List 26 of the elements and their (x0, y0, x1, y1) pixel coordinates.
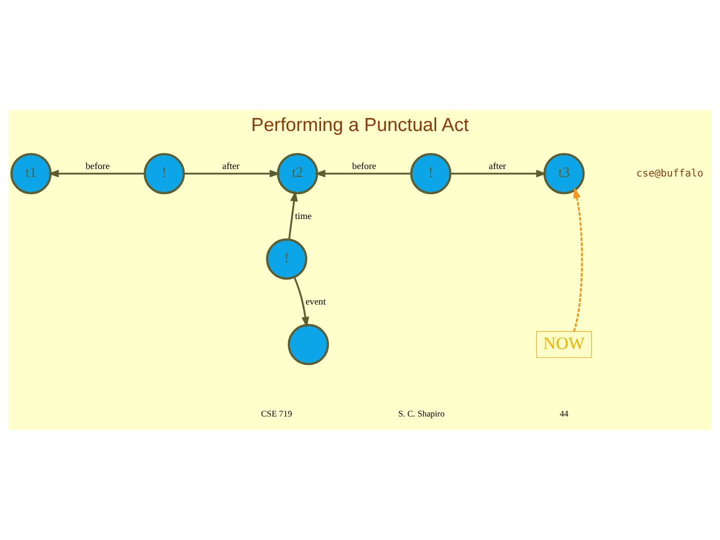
node-circle (288, 324, 330, 366)
arrow (288, 190, 298, 240)
arrow (294, 276, 310, 328)
label: cse@buffalo (636, 168, 704, 180)
edge-label: before (352, 162, 376, 172)
node-circle: ! (410, 152, 452, 194)
arrow (48, 170, 145, 178)
node-circle: t3 (543, 152, 585, 194)
node-circle: ! (144, 152, 185, 194)
arrow (573, 187, 583, 332)
arrow (184, 170, 281, 178)
edge-label: before (86, 162, 110, 172)
node-circle: ! (266, 238, 308, 280)
label: 44 (560, 408, 568, 418)
arrow (450, 170, 548, 178)
node-box: NOW (536, 331, 592, 358)
node-circle: t1 (10, 152, 52, 194)
edge-label: after (488, 162, 506, 172)
edge-label: after (222, 162, 240, 172)
label: CSE 719 (260, 408, 292, 418)
arrow (314, 170, 412, 178)
label: S. C. Shapiro (398, 408, 445, 418)
edge-label: time (294, 212, 312, 222)
diagram-title: Performing a Punctual Act (251, 114, 469, 135)
edge-label: event (305, 297, 326, 308)
node-circle: t2 (276, 152, 318, 194)
